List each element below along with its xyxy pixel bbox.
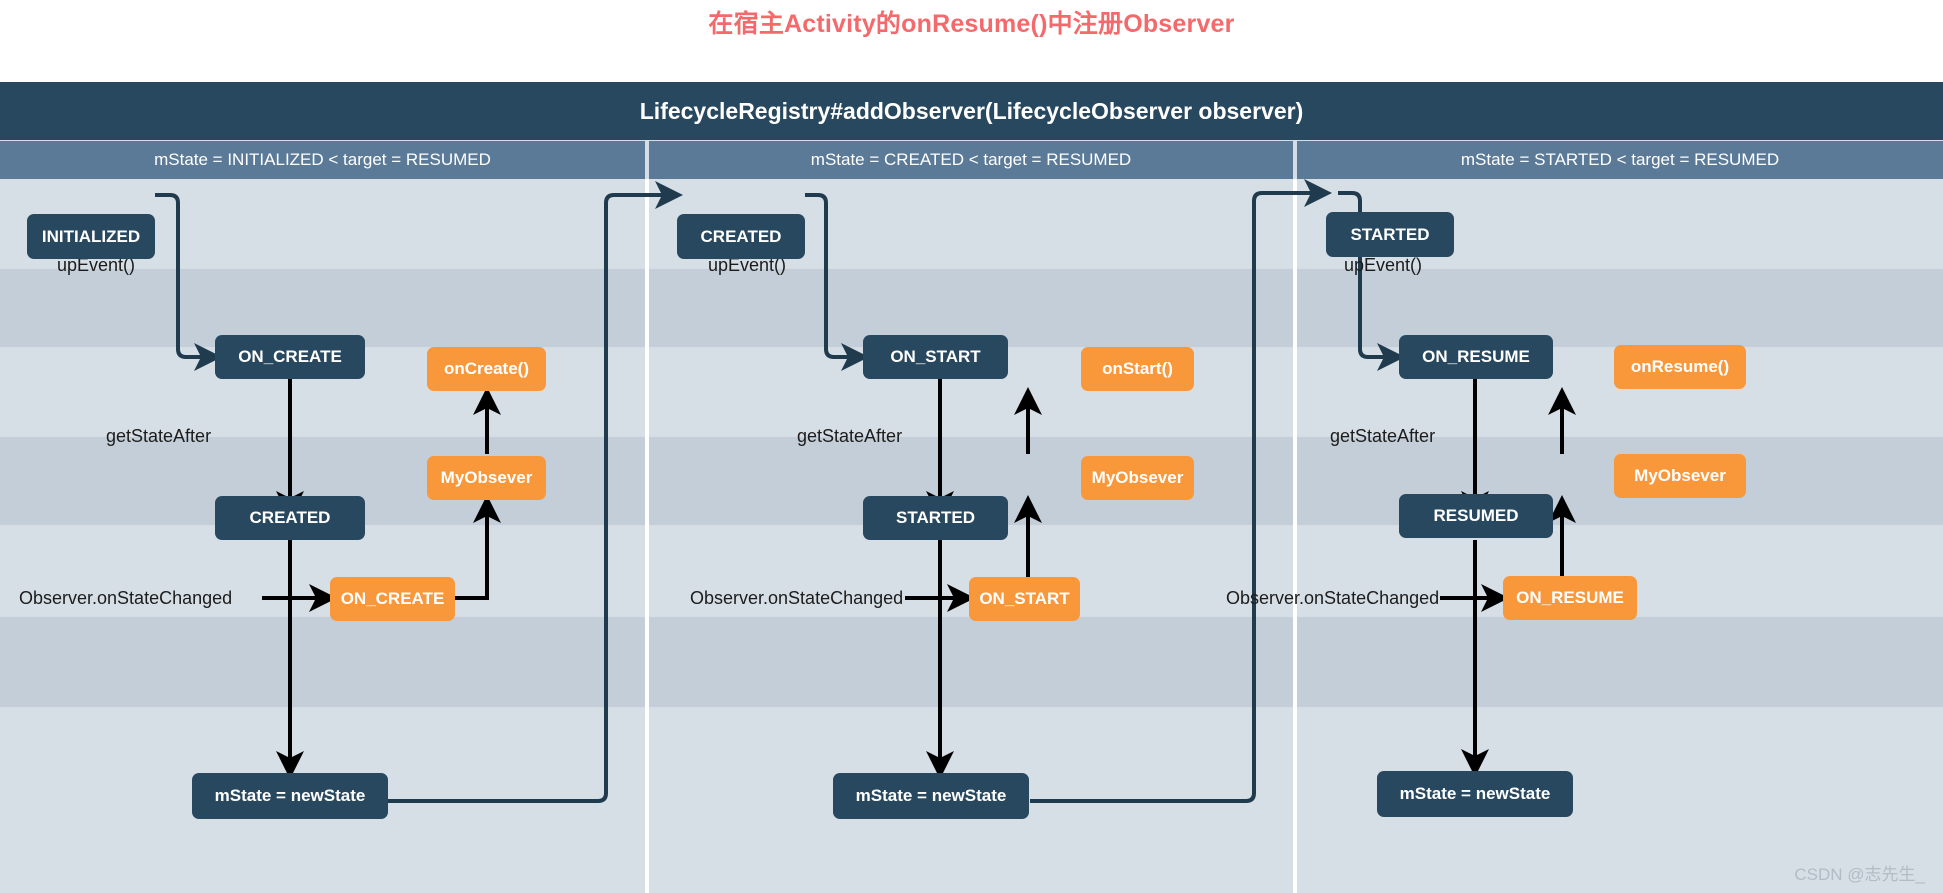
diagram-header: LifecycleRegistry#addObserver(LifecycleO… [0, 82, 1943, 140]
column-divider-2 [1293, 179, 1297, 893]
row-band-6 [0, 617, 1943, 707]
row-band-1 [0, 179, 1943, 267]
node-event-on-start[interactable]: ON_START [863, 335, 1008, 379]
column-header-initialized: mState = INITIALIZED < target = RESUMED [0, 141, 645, 179]
label-up-event-col2: upEvent() [708, 255, 787, 275]
label-on-state-changed-col2: Observer.onStateChanged [690, 588, 904, 608]
column-header-created: mState = CREATED < target = RESUMED [649, 141, 1293, 179]
label-get-state-after-col2: getStateAfter [797, 426, 903, 446]
node-state-after-started[interactable]: STARTED [863, 496, 1008, 540]
node-callback-on-start[interactable]: onStart() [1081, 347, 1194, 391]
node-dispatch-on-start[interactable]: ON_START [969, 577, 1080, 621]
node-assign-mstate-col3[interactable]: mState = newState [1377, 771, 1573, 817]
row-band-2 [0, 269, 1943, 347]
label-get-state-after-col3: getStateAfter [1330, 426, 1436, 446]
label-on-state-changed-col1: Observer.onStateChanged [19, 588, 233, 608]
node-event-on-resume[interactable]: ON_RESUME [1399, 335, 1553, 379]
node-assign-mstate-col2[interactable]: mState = newState [833, 773, 1029, 819]
node-dispatch-on-resume[interactable]: ON_RESUME [1503, 576, 1637, 620]
node-observer-col1[interactable]: MyObsever [427, 456, 546, 500]
column-header-started: mState = STARTED < target = RESUMED [1297, 141, 1943, 179]
node-observer-col3[interactable]: MyObsever [1614, 454, 1746, 498]
label-get-state-after-col1: getStateAfter [106, 426, 212, 446]
node-observer-col2[interactable]: MyObsever [1081, 456, 1194, 500]
node-state-started[interactable]: STARTED [1326, 212, 1454, 257]
lifecycle-diagram: LifecycleRegistry#addObserver(LifecycleO… [0, 82, 1943, 893]
node-callback-on-resume[interactable]: onResume() [1614, 345, 1746, 389]
node-dispatch-on-create[interactable]: ON_CREATE [330, 577, 455, 621]
node-assign-mstate-col1[interactable]: mState = newState [192, 773, 388, 819]
node-state-after-resumed[interactable]: RESUMED [1399, 494, 1553, 538]
node-state-after-created[interactable]: CREATED [215, 496, 365, 540]
column-divider-1 [645, 179, 649, 893]
node-event-on-create[interactable]: ON_CREATE [215, 335, 365, 379]
label-up-event-col3: upEvent() [1344, 255, 1423, 275]
page-title: 在宿主Activity的onResume()中注册Observer [708, 10, 1235, 38]
node-callback-on-create[interactable]: onCreate() [427, 347, 546, 391]
node-state-initialized[interactable]: INITIALIZED [27, 214, 155, 259]
label-up-event-col1: upEvent() [57, 255, 136, 275]
watermark: CSDN @志先生_ [1794, 865, 1925, 884]
label-on-state-changed-col3: Observer.onStateChanged [1226, 588, 1440, 608]
node-state-created[interactable]: CREATED [677, 214, 805, 259]
